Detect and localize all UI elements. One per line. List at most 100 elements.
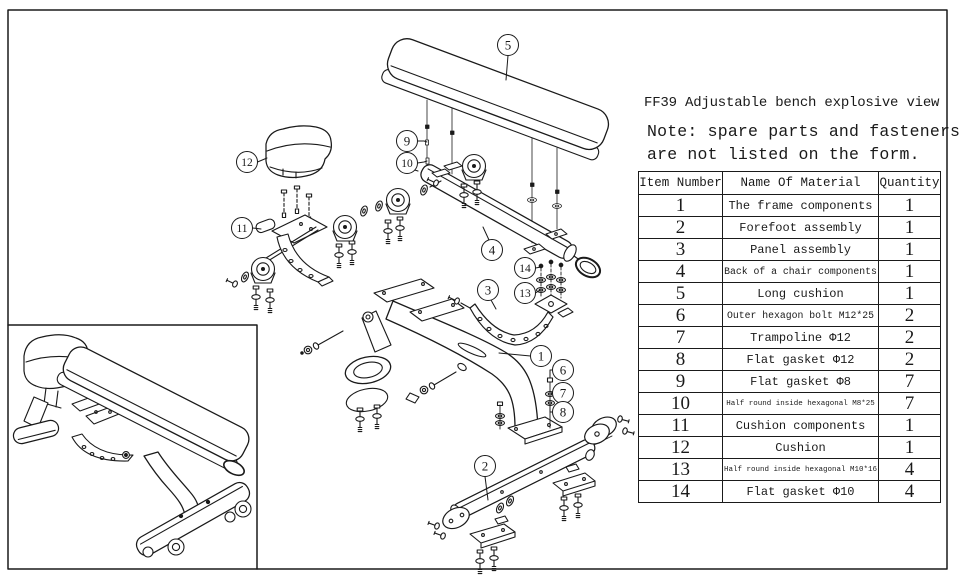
svg-text:13: 13 xyxy=(519,288,531,300)
pivot-roller-series xyxy=(332,175,442,269)
inset-assembled-view xyxy=(12,334,252,558)
callout-14: 14 xyxy=(514,257,542,279)
callouts: 5 9 10 12 11 4 14 13 3 1 6 7 8 2 xyxy=(231,34,574,501)
material-name-cell: Cushion components xyxy=(722,414,879,437)
quantity-cell: 1 xyxy=(878,414,941,437)
material-name-cell: The frame components xyxy=(722,194,879,217)
part-cushion-components xyxy=(224,214,334,314)
quantity-cell: 4 xyxy=(878,480,941,503)
column-header-quantity: Quantity xyxy=(878,171,941,195)
svg-text:12: 12 xyxy=(241,157,253,169)
part-forefoot-assembly xyxy=(426,414,636,575)
note-line-1: Note: spare parts and fasteners xyxy=(647,122,959,141)
svg-text:8: 8 xyxy=(560,405,567,420)
note-text: Note: spare parts and fasteners are not … xyxy=(647,120,959,166)
callout-9: 9 xyxy=(396,130,428,152)
svg-text:14: 14 xyxy=(519,263,531,275)
material-name-cell: Forefoot assembly xyxy=(722,216,879,239)
material-name-cell: Flat gasket Φ10 xyxy=(722,480,879,503)
svg-text:7: 7 xyxy=(560,386,567,401)
inset-box xyxy=(7,324,258,570)
quantity-cell: 1 xyxy=(878,216,941,239)
part-main-frame xyxy=(300,278,563,445)
item-number-cell: 9 xyxy=(638,370,723,393)
material-name-cell: Flat gasket Φ8 xyxy=(722,370,879,393)
item-number-cell: 4 xyxy=(638,260,723,283)
quantity-cell: 1 xyxy=(878,260,941,283)
quantity-cell: 2 xyxy=(878,304,941,327)
callout-8: 8 xyxy=(549,401,574,423)
item-number-cell: 8 xyxy=(638,348,723,371)
callout-12: 12 xyxy=(236,151,268,173)
svg-text:2: 2 xyxy=(482,459,489,474)
item-number-cell: 14 xyxy=(638,480,723,503)
svg-text:9: 9 xyxy=(404,134,411,149)
material-name-cell: Half round inside hexagonal M8*25 xyxy=(722,392,879,415)
material-name-cell: Long cushion xyxy=(722,282,879,305)
item-number-cell: 3 xyxy=(638,238,723,261)
part-small-cushion xyxy=(265,125,332,223)
item-number-cell: 1 xyxy=(638,194,723,217)
material-name-cell: Half round inside hexagonal M10*16 xyxy=(722,458,879,481)
item-number-cell: 11 xyxy=(638,414,723,437)
quantity-cell: 1 xyxy=(878,436,941,459)
material-name-cell: Panel assembly xyxy=(722,238,879,261)
svg-text:6: 6 xyxy=(560,363,567,378)
callout-11: 11 xyxy=(231,217,262,239)
svg-text:11: 11 xyxy=(236,223,247,235)
column-header-item-number: Item Number xyxy=(638,171,723,195)
item-number-cell: 13 xyxy=(638,458,723,481)
callout-5: 5 xyxy=(497,34,519,81)
page-border xyxy=(7,9,948,570)
material-name-cell: Trampoline Φ12 xyxy=(722,326,879,349)
quantity-cell: 2 xyxy=(878,326,941,349)
svg-text:10: 10 xyxy=(401,158,413,170)
callout-1: 1 xyxy=(498,345,552,367)
callout-10: 10 xyxy=(396,152,428,174)
item-number-cell: 10 xyxy=(638,392,723,415)
material-name-cell: Outer hexagon bolt M12*25 xyxy=(722,304,879,327)
part-long-cushion xyxy=(381,38,610,161)
quantity-cell: 1 xyxy=(878,194,941,217)
quantity-cell: 2 xyxy=(878,348,941,371)
item-number-cell: 6 xyxy=(638,304,723,327)
callout-4: 4 xyxy=(481,226,503,261)
quantity-cell: 1 xyxy=(878,282,941,305)
quantity-cell: 1 xyxy=(878,238,941,261)
part-curved-panel xyxy=(446,259,574,346)
quantity-cell: 7 xyxy=(878,392,941,415)
item-number-cell: 5 xyxy=(638,282,723,305)
column-header-name-of-material: Name Of Material xyxy=(722,171,879,195)
quantity-cell: 7 xyxy=(878,370,941,393)
item-number-cell: 7 xyxy=(638,326,723,349)
svg-text:1: 1 xyxy=(538,349,545,364)
svg-text:3: 3 xyxy=(485,283,492,298)
svg-text:5: 5 xyxy=(505,38,512,53)
material-name-cell: Flat gasket Φ12 xyxy=(722,348,879,371)
material-name-cell: Back of a chair components xyxy=(722,260,879,283)
callout-2: 2 xyxy=(474,455,496,501)
callout-7: 7 xyxy=(550,382,574,404)
quantity-cell: 4 xyxy=(878,458,941,481)
callout-13: 13 xyxy=(514,282,541,304)
item-number-cell: 2 xyxy=(638,216,723,239)
part-backrest-rail xyxy=(407,153,602,279)
